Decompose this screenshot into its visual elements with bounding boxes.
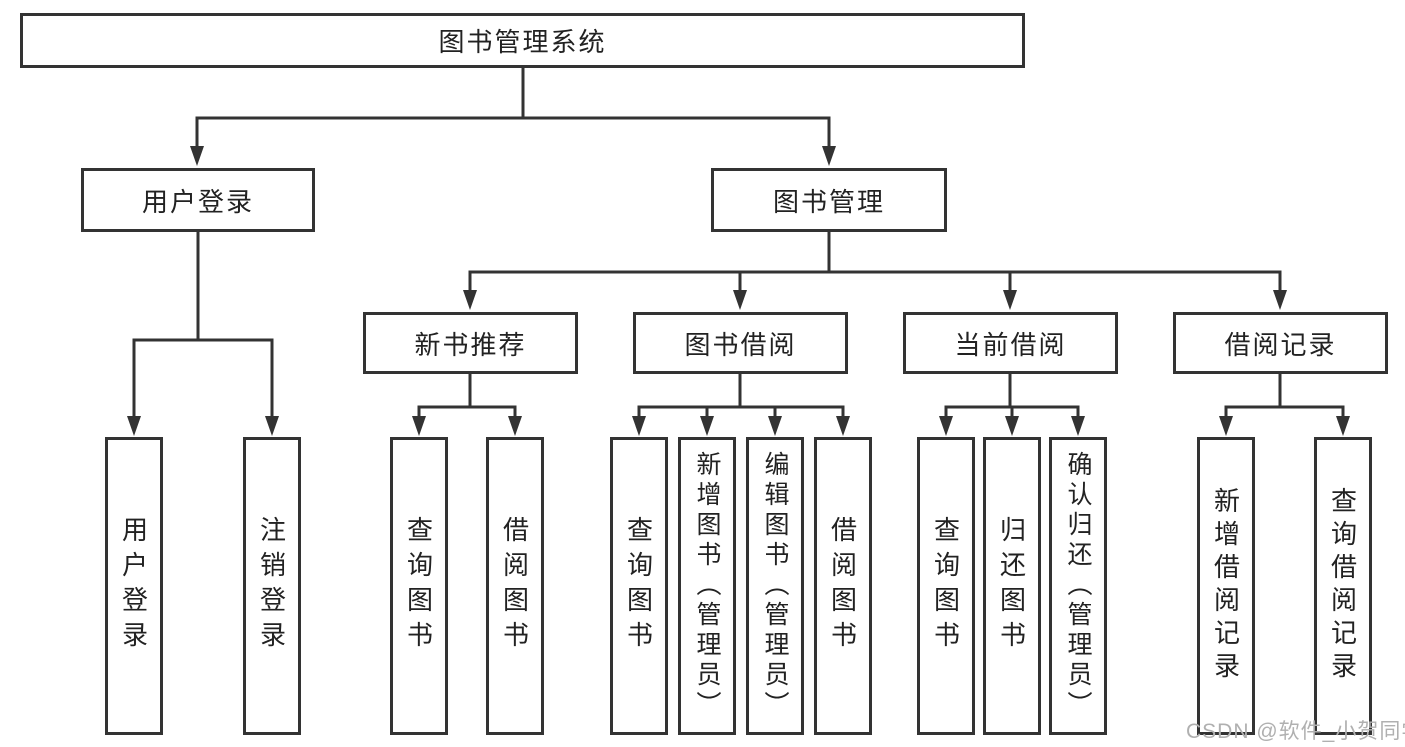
leaf-node-query-borrow-record: 查询借阅记录 <box>1314 437 1372 735</box>
connector-new-book-recommend-to-leaves <box>412 374 522 436</box>
leaf-node-newrec-borrow-books: 借阅图书 <box>486 437 544 735</box>
module-node-new-book-recommend: 新书推荐 <box>363 312 578 374</box>
csdn-watermark: CSDN @软件_小贺同学 <box>1186 720 1405 743</box>
connector-book-borrow-to-leaves <box>632 374 850 436</box>
module-node-current-borrow: 当前借阅 <box>903 312 1118 374</box>
leaf-node-user-login: 用户登录 <box>105 437 163 735</box>
leaf-node-add-borrow-record: 新增借阅记录 <box>1197 437 1255 735</box>
connector-root-to-level2 <box>190 68 836 166</box>
root-node-library-management-system: 图书管理系统 <box>20 13 1025 68</box>
connector-book-management-to-level3 <box>463 232 1287 310</box>
leaf-node-confirm-return-admin: 确认归还（管理员） <box>1049 437 1107 735</box>
branch-node-book-management: 图书管理 <box>711 168 947 232</box>
connector-borrow-record-to-leaves <box>1219 374 1350 436</box>
leaf-node-borrow-books: 借阅图书 <box>814 437 872 735</box>
branch-node-user-login: 用户登录 <box>81 168 315 232</box>
leaf-node-borrow-query-books: 查询图书 <box>610 437 668 735</box>
leaf-node-current-query-books: 查询图书 <box>917 437 975 735</box>
leaf-node-edit-books-admin: 编辑图书（管理员） <box>746 437 804 735</box>
leaf-node-logout: 注销登录 <box>243 437 301 735</box>
leaf-node-return-books: 归还图书 <box>983 437 1041 735</box>
connector-current-borrow-to-leaves <box>939 374 1085 436</box>
leaf-node-add-books-admin: 新增图书（管理员） <box>678 437 736 735</box>
module-node-borrow-record: 借阅记录 <box>1173 312 1388 374</box>
module-node-book-borrow: 图书借阅 <box>633 312 848 374</box>
leaf-node-newrec-query-books: 查询图书 <box>390 437 448 735</box>
connector-user-login-to-leaves <box>127 232 279 436</box>
